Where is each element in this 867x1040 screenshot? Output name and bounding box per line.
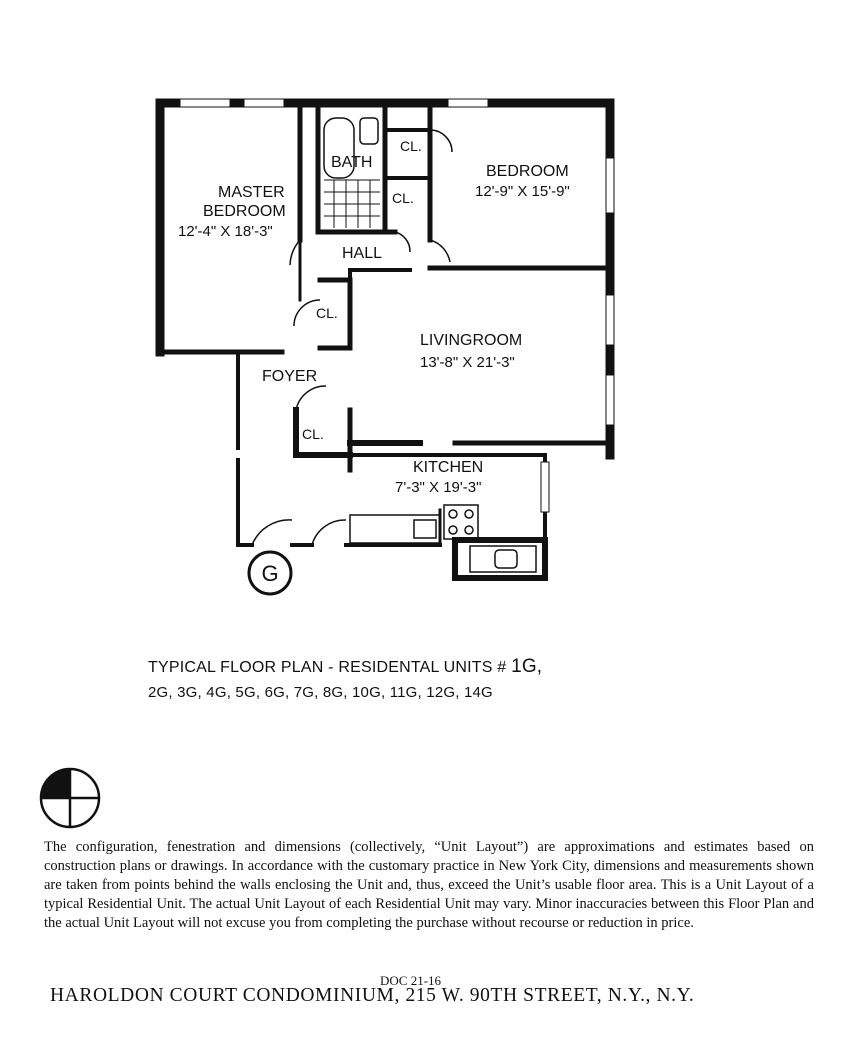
unit-marker-label: G — [261, 561, 278, 586]
caption-unit: 1G, — [511, 656, 543, 677]
kitchen-dims: 7'-3" X 19'-3" — [395, 479, 481, 496]
floor-plan-caption-line2: 2G, 3G, 4G, 5G, 6G, 7G, 8G, 10G, 11G, 12… — [148, 684, 493, 701]
master-bedroom-label-line2: BEDROOM — [203, 203, 286, 220]
caption-text: TYPICAL FLOOR PLAN - RESIDENTAL UNITS # — [148, 659, 507, 676]
floor-plan: MASTER BEDROOM 12'-4" X 18'-3" BATH CL. … — [155, 98, 615, 596]
bedroom-dims: 12'-9" X 15'-9" — [475, 183, 570, 200]
north-compass-icon — [39, 767, 101, 829]
windows — [179, 98, 615, 513]
closet-label-4: CL. — [302, 426, 324, 442]
disclaimer-text: The configuration, fenestration and dime… — [44, 839, 814, 931]
kitchen-label: KITCHEN — [413, 459, 483, 476]
door-swings — [251, 129, 453, 546]
living-room-label: LIVINGROOM — [420, 332, 522, 349]
closet-label-3: CL. — [316, 305, 338, 321]
bath-fixtures — [323, 117, 380, 228]
floor-plan-caption-line1: TYPICAL FLOOR PLAN - RESIDENTAL UNITS # … — [148, 656, 542, 678]
building-address: HAROLDON COURT CONDOMINIUM, 215 W. 90TH … — [50, 985, 695, 1006]
document-number: DOC 21-16 — [380, 973, 442, 988]
closet-label-2: CL. — [392, 190, 414, 206]
kitchen-fixtures — [349, 504, 537, 573]
foyer-label: FOYER — [262, 368, 317, 385]
bath-label: BATH — [331, 154, 372, 171]
master-bedroom-dims: 12'-4" X 18'-3" — [178, 223, 273, 240]
closet-label-1: CL. — [400, 138, 422, 154]
hall-label: HALL — [342, 245, 382, 262]
bedroom-label: BEDROOM — [486, 163, 569, 180]
master-bedroom-label-line1: MASTER — [218, 184, 285, 201]
unit-marker-circle — [247, 550, 293, 596]
living-room-dims: 13'-8" X 21'-3" — [420, 354, 515, 371]
